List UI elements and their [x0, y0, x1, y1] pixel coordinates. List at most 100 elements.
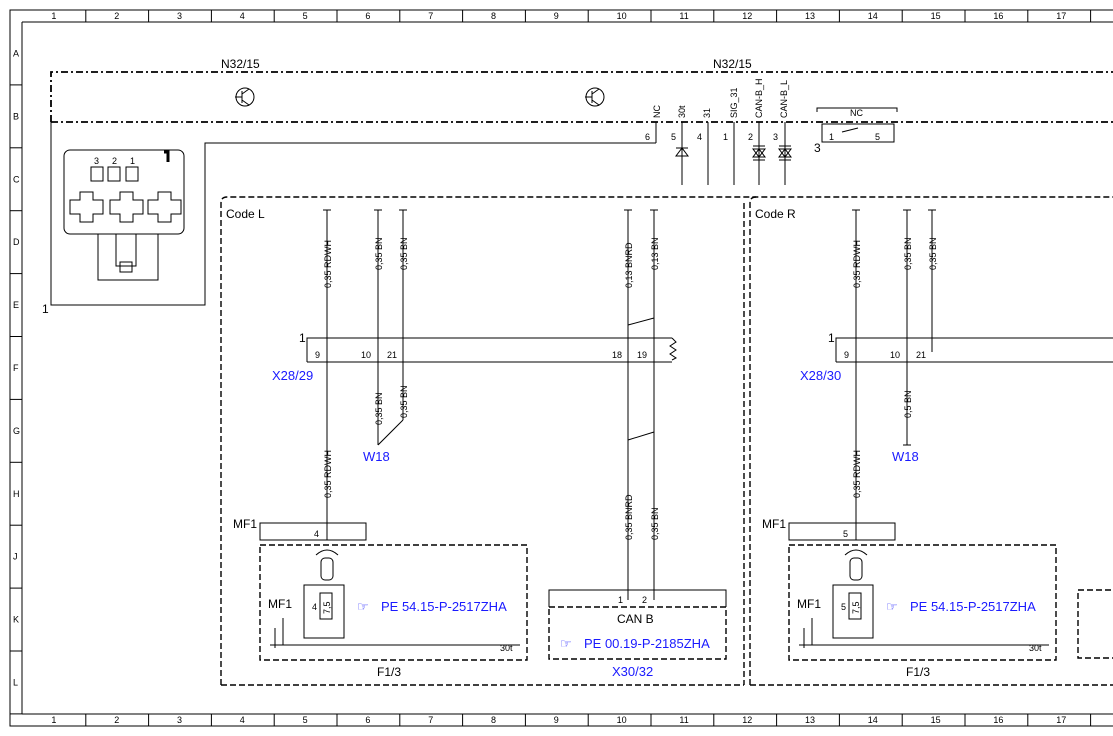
f13-fuse-box [259, 544, 528, 661]
wire-label: 0,35 RDWH [852, 450, 862, 498]
pin-number: 10 [361, 350, 371, 360]
x28-30-label[interactable]: X28/30 [800, 368, 841, 383]
pe-ref-hand-icon[interactable]: ☞ [560, 636, 572, 651]
wire-label: 0,35 BNRD [624, 494, 634, 540]
pin-signal-label: CAN-B_H [754, 78, 764, 118]
code-r-box [749, 196, 757, 685]
wire-label: 0,35 BN [374, 237, 384, 270]
pin-number: 21 [916, 350, 926, 360]
pin-signal-label: 30t [677, 105, 687, 118]
terminal-30t: 30t [500, 643, 513, 653]
grid-col-label: 8 [491, 715, 496, 725]
left-wires [323, 209, 658, 600]
grid-col-label: 2 [114, 715, 119, 725]
connector-pin-label: 2 [112, 156, 117, 166]
column-ticks: 1122334455667788991010111112121313141415… [51, 10, 1092, 726]
pin-number: 18 [612, 350, 622, 360]
pin-row-label: 1 [828, 331, 835, 345]
code-r-label: Code R [755, 207, 796, 221]
wire-label: 0,35 BN [928, 237, 938, 270]
pin-number: 1 [618, 595, 623, 605]
pe-ref-hand-icon[interactable]: ☞ [357, 599, 369, 614]
grid-col-label: 6 [365, 715, 370, 725]
pin-number: 9 [315, 350, 320, 360]
grid-row-label: D [13, 237, 20, 247]
pin-number: 19 [637, 350, 647, 360]
w18-label[interactable]: W18 [892, 449, 919, 464]
code-l-label: Code L [226, 207, 265, 221]
grid-col-label: 14 [868, 715, 878, 725]
grid-row-label: K [13, 615, 19, 625]
pin-number: 9 [844, 350, 849, 360]
pe-ref-link[interactable]: PE 54.15-P-2517ZHA [381, 599, 507, 614]
pin-number: 1 [723, 132, 728, 142]
pin-number: 5 [671, 132, 676, 142]
grid-col-label: 15 [931, 11, 941, 21]
grid-col-label: 7 [428, 715, 433, 725]
x28-29-label[interactable]: X28/29 [272, 368, 313, 383]
grid-col-label: 3 [177, 11, 182, 21]
grid-col-label: 17 [1056, 715, 1066, 725]
grid-col-label: 6 [365, 11, 370, 21]
grid-row-label: C [13, 174, 20, 184]
mf1-side-label: MF1 [797, 597, 821, 611]
grid-col-label: 16 [993, 11, 1003, 21]
grid-col-label: 3 [177, 715, 182, 725]
fuse-icon [270, 549, 520, 648]
frame-outer [9, 9, 1113, 727]
pin-number: 5 [875, 132, 880, 142]
right-wires [852, 209, 936, 540]
x30-32-label[interactable]: X30/32 [612, 664, 653, 679]
nc-box-label: NC [850, 108, 863, 118]
grid-col-label: 11 [679, 11, 688, 21]
nc-switch: NC 1 5 [816, 107, 898, 143]
pin-number: 4 [314, 529, 319, 539]
grid-col-label: 13 [805, 11, 815, 21]
grid-col-label: 14 [868, 11, 878, 21]
grid-col-label: 5 [303, 11, 308, 21]
mf1-label: MF1 [762, 517, 786, 531]
pe-ref-link[interactable]: PE 00.19-P-2185ZHA [584, 636, 710, 651]
pin-number: 4 [697, 132, 702, 142]
transistor-icon [235, 87, 255, 107]
pin-signal-label: CAN-B_L [779, 80, 789, 118]
f13-label: F1/3 [906, 665, 930, 679]
grid-col-label: 13 [805, 715, 815, 725]
mf1-side-label: MF1 [268, 597, 292, 611]
code-l-box [220, 196, 1113, 685]
pe-ref-link[interactable]: PE 54.15-P-2517ZHA [910, 599, 1036, 614]
grid-col-label: 4 [240, 715, 245, 725]
grid-col-label: 17 [1056, 11, 1066, 21]
transistor-icon [585, 87, 605, 107]
connector-pin-label: 3 [94, 156, 99, 166]
module-box-top [50, 71, 1113, 122]
pin-signal-label: SIG_31 [729, 87, 739, 118]
fuse-number: 4 [312, 602, 317, 612]
grid-col-label: 4 [240, 11, 245, 21]
grid-col-label: 5 [303, 715, 308, 725]
x28-29-connector [306, 337, 677, 363]
grid-col-label: 10 [617, 11, 627, 21]
grid-col-label: 15 [931, 715, 941, 725]
f13-label: F1/3 [377, 665, 401, 679]
connector-pin1-label: 1 [42, 302, 49, 316]
pin-number: 6 [645, 132, 650, 142]
pin-number: 3 [773, 132, 778, 142]
wire-label: 0,35 BN [650, 507, 660, 540]
wire-label: 0,35 BN [903, 237, 913, 270]
mf1-bar [788, 522, 896, 541]
grid-col-label: 9 [554, 715, 559, 725]
pin-number: 5 [843, 529, 848, 539]
grid-row-label: F [13, 363, 19, 373]
grid-col-label: 12 [742, 715, 752, 725]
w18-label[interactable]: W18 [363, 449, 390, 464]
mf1-label: MF1 [233, 517, 257, 531]
pe-ref-hand-icon[interactable]: ☞ [886, 599, 898, 614]
wire-label: 0,35 RDWH [323, 450, 333, 498]
grid-col-label: 16 [993, 715, 1003, 725]
grid-col-label: 8 [491, 11, 496, 21]
pin-number: 2 [642, 595, 647, 605]
